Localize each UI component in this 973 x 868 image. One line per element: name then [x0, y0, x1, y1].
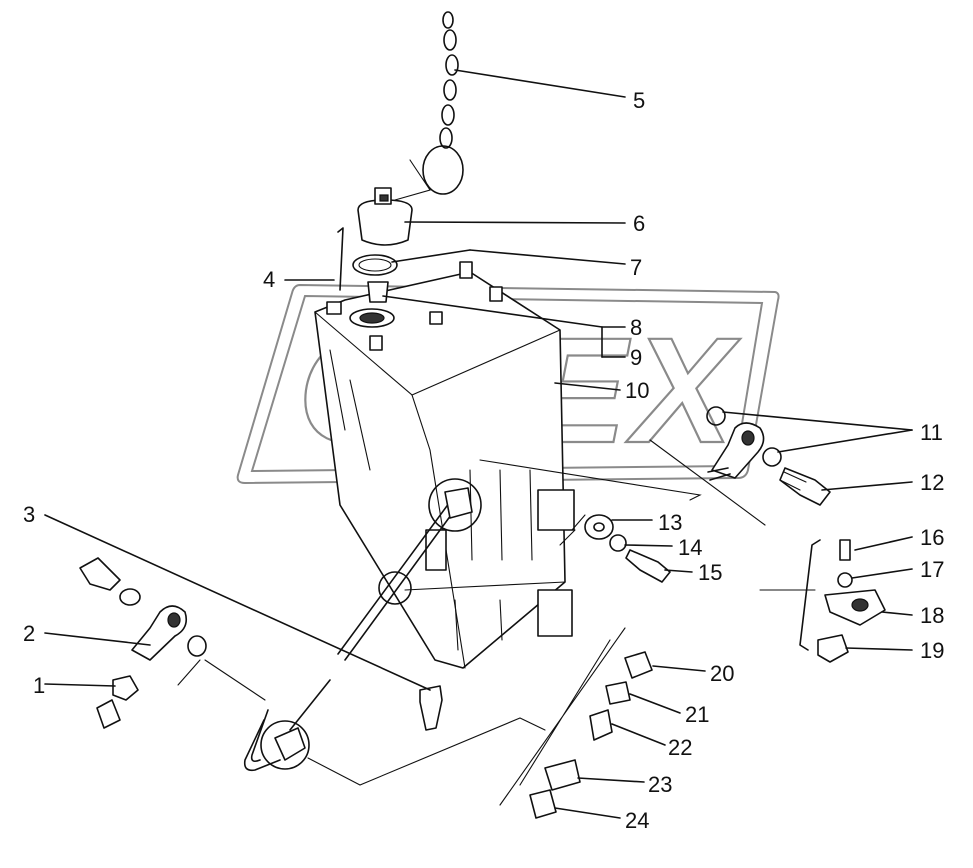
watermark-frame-outer [236, 283, 780, 485]
tank-boss-right [489, 286, 503, 302]
tank-boss-left [326, 301, 342, 315]
clamp-bracket [799, 539, 821, 651]
drain-plug [419, 685, 443, 731]
callout-7: 7 [630, 255, 642, 280]
callout-23: 23 [648, 772, 672, 797]
callout-15: 15 [698, 560, 722, 585]
lock-pin [337, 227, 344, 291]
tank-edge-bottom [404, 581, 566, 591]
tank-boss-front [369, 335, 383, 351]
fuel-fitting-detail-circle [260, 720, 310, 770]
left-sleeve [96, 699, 121, 729]
left-washer-2 [187, 635, 207, 657]
clamp-assembly [759, 539, 886, 663]
callout-4: 4 [263, 267, 275, 292]
filler-cap [357, 199, 413, 246]
mount-bolt [625, 549, 671, 583]
left-banjo-hole [167, 612, 181, 628]
mounting-plate-lower [537, 589, 573, 637]
mounting-plate-upper [537, 489, 575, 531]
cap-gasket-inner [358, 258, 392, 272]
filler-cap-pin [379, 194, 389, 202]
drain-detail-circle [378, 571, 412, 605]
fitting-23 [544, 759, 581, 791]
callout-12: 12 [920, 470, 944, 495]
tank-edge-top [411, 329, 561, 396]
clamp-screw [839, 539, 851, 561]
left-fittings [79, 557, 443, 731]
fuel-pipe-bend [243, 679, 331, 772]
callout-8: 8 [630, 315, 642, 340]
callout-13: 13 [658, 510, 682, 535]
fuel-line-assembly [204, 627, 653, 819]
callout-16: 16 [920, 525, 944, 550]
outlet-fitting [444, 487, 473, 519]
intake-pipe [344, 499, 463, 661]
tank-boss-top [459, 261, 473, 279]
outlet-detail-circle [428, 478, 482, 532]
mount-guide [559, 514, 586, 546]
flat-washer [584, 514, 614, 540]
callout-11: 11 [920, 420, 943, 445]
filler-strainer [367, 281, 389, 303]
cap-gasket [352, 254, 398, 276]
tank-boss-middle [429, 311, 443, 325]
callout-24: 24 [625, 808, 649, 833]
callout-5: 5 [633, 88, 645, 113]
callout-1: 1 [33, 673, 45, 698]
mount-bolts [559, 514, 671, 583]
chain-ring [422, 145, 464, 195]
banjo-bolt-thread [779, 471, 807, 491]
left-bolt [79, 557, 121, 591]
fuel-line-leader [307, 717, 546, 786]
fitting-24 [529, 789, 557, 819]
tank-hatching [329, 349, 533, 651]
callout-3: 3 [23, 502, 35, 527]
callout-19: 19 [920, 638, 944, 663]
callout-14: 14 [678, 535, 702, 560]
callout-17: 17 [920, 557, 944, 582]
flat-washer-hole [593, 522, 605, 532]
callout-22: 22 [668, 735, 692, 760]
callout-9: 9 [630, 345, 642, 370]
fuel-tank [314, 261, 702, 669]
clamp-hole [851, 598, 869, 612]
callout-6: 6 [633, 211, 645, 236]
fitting-guide [649, 439, 766, 526]
callout-20: 20 [710, 661, 734, 686]
left-nut [112, 675, 139, 701]
right-fittings [649, 406, 831, 526]
fuel-pipe-bend-2 [250, 709, 269, 762]
fitting-20 [624, 651, 653, 679]
callout-18: 18 [920, 603, 944, 628]
fuel-line-leader-2 [204, 659, 266, 701]
callout-10: 10 [625, 378, 649, 403]
leader-lines [44, 69, 913, 819]
fitting-21 [605, 681, 631, 705]
callout-labels: 1 2 3 4 5 6 7 8 9 10 11 12 13 14 15 16 1… [23, 88, 944, 833]
washer-11-upper [706, 406, 726, 426]
bracket-line [479, 459, 702, 501]
left-guide [177, 659, 201, 686]
clamp-washer [837, 572, 853, 588]
fuel-pipe-fitting [274, 727, 306, 761]
chain-lead [394, 159, 431, 201]
banjo-hole [741, 430, 755, 446]
spring-washer [609, 534, 627, 552]
callout-21: 21 [685, 702, 709, 727]
tank-outline [314, 271, 566, 669]
left-washer-1 [119, 588, 141, 606]
callout-2: 2 [23, 621, 35, 646]
intake-pipe-2 [337, 494, 456, 655]
filler-neck-opening [359, 312, 385, 324]
filler-cap-assembly [337, 11, 464, 303]
cap-chain [439, 11, 459, 149]
banjo-thread [707, 467, 731, 481]
washer-11-lower [762, 447, 782, 467]
fitting-22 [589, 709, 613, 741]
clamp-nut [817, 634, 849, 663]
fitting-bracket [499, 627, 626, 806]
